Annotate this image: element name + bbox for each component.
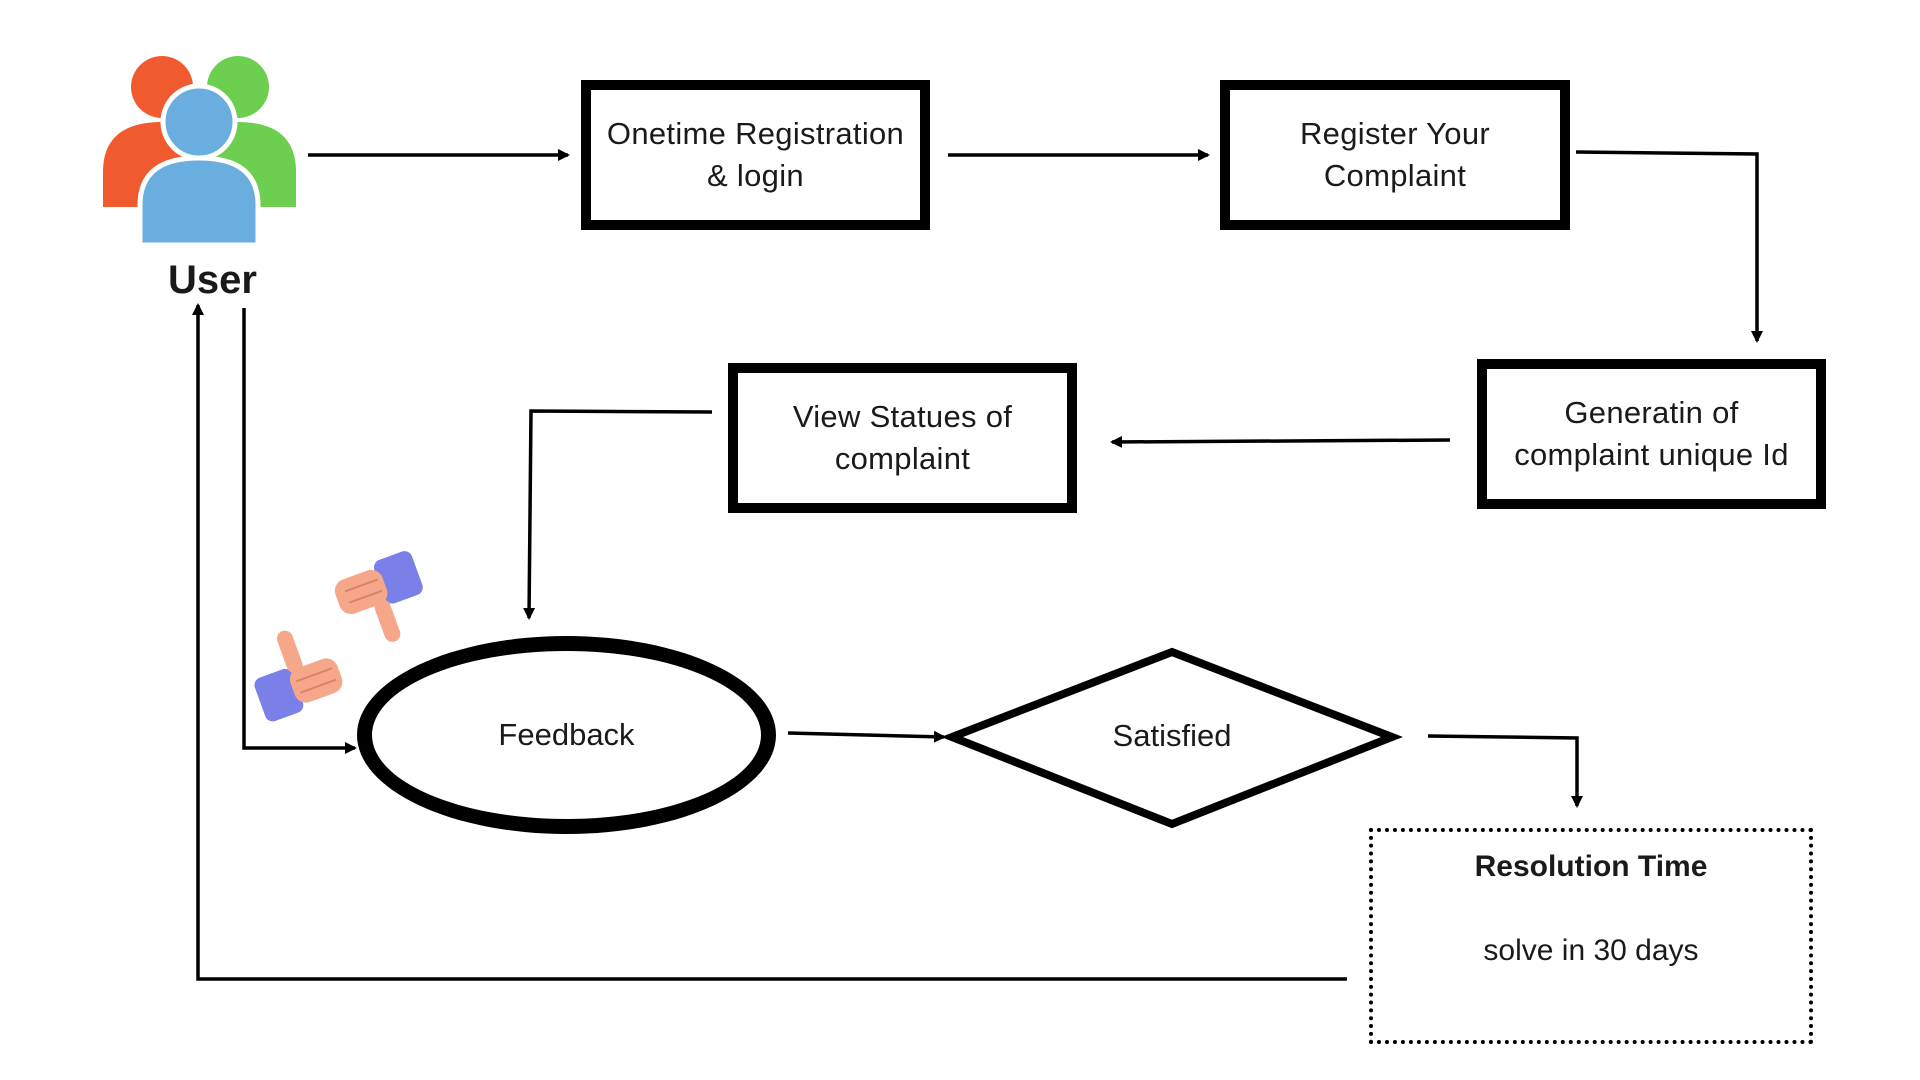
view-status-text-line2: complaint bbox=[834, 441, 971, 476]
connectors bbox=[192, 149, 1763, 981]
registration-text-line2: & login bbox=[707, 158, 804, 193]
satisfied-label: Satisfied bbox=[1112, 718, 1232, 753]
registration-text-line1: Onetime Registration bbox=[606, 116, 905, 151]
arrow-complaint-to-generate-id bbox=[1575, 150, 1763, 343]
arrow-satisfied-to-resolution bbox=[1427, 734, 1583, 808]
arrow-generate-id-to-view-status bbox=[1110, 435, 1451, 448]
generate-id-box: Generatin of complaint unique Id bbox=[1477, 359, 1826, 509]
thumbs-down-icon bbox=[334, 551, 423, 642]
arrow-feedback-to-satisfied bbox=[787, 730, 946, 743]
resolution-box: Resolution Time solve in 30 days bbox=[1369, 828, 1813, 1044]
resolution-text: solve in 30 days bbox=[1483, 934, 1699, 967]
feedback-ellipse: Feedback bbox=[357, 636, 776, 834]
view-status-text-line1: View Statues of bbox=[792, 399, 1013, 434]
resolution-title: Resolution Time bbox=[1474, 850, 1708, 883]
arrow-resolution-to-user bbox=[192, 303, 1347, 981]
register-complaint-text-line1: Register Your bbox=[1299, 116, 1491, 151]
generate-id-text-line2: complaint unique Id bbox=[1514, 437, 1789, 472]
satisfied-diamond bbox=[941, 647, 1403, 829]
thumbs-up-down-icon bbox=[254, 551, 423, 722]
view-status-box: View Statues of complaint bbox=[728, 363, 1077, 513]
arrow-user-to-feedback bbox=[242, 308, 357, 754]
arrow-view-status-to-feedback bbox=[523, 409, 713, 620]
registration-box: Onetime Registration & login bbox=[581, 80, 930, 230]
thumbs-up-icon bbox=[254, 630, 343, 722]
feedback-label: Feedback bbox=[498, 717, 635, 752]
register-complaint-box: Register Your Complaint bbox=[1220, 80, 1570, 230]
users-group-icon bbox=[103, 56, 296, 248]
register-complaint-text-line2: Complaint bbox=[1323, 158, 1467, 193]
user-center-figure bbox=[137, 83, 261, 248]
user-label: User bbox=[168, 258, 257, 302]
generate-id-text-line1: Generatin of bbox=[1564, 395, 1739, 430]
